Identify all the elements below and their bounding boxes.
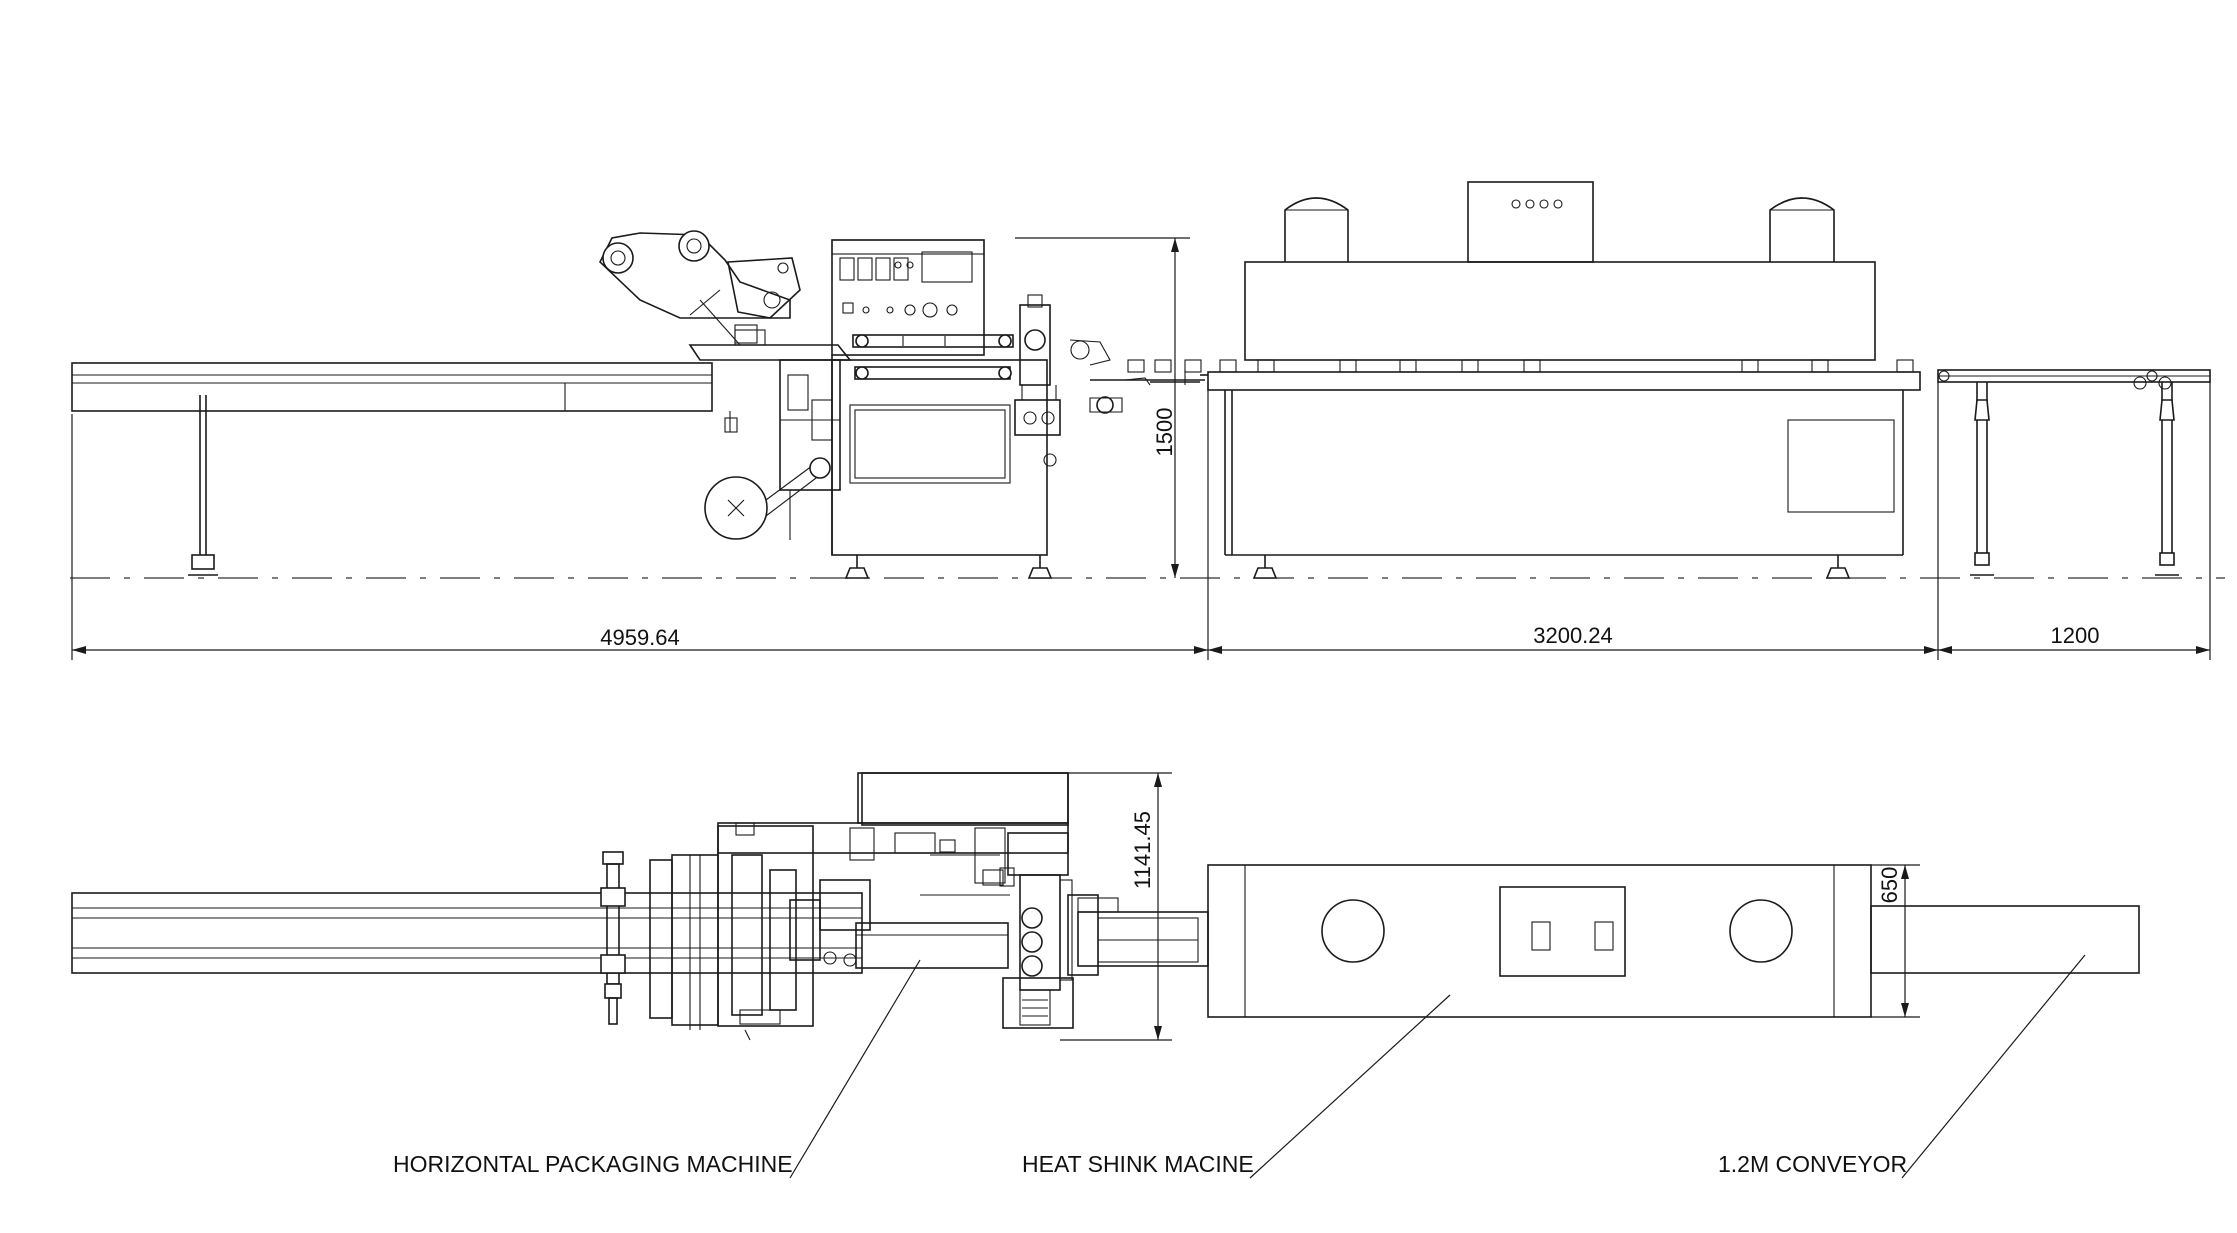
control-cabinet-plan xyxy=(861,772,1069,826)
dimension-height: 1500 xyxy=(1015,237,1190,578)
elevation-view: 1500 4959.64 3200.24 1200 xyxy=(70,181,2225,660)
conveyor-width-label: 650 xyxy=(1877,867,1902,904)
plan-view: 1141.45 650 xyxy=(71,772,2140,1179)
outfeed-conveyor-elevation xyxy=(1937,369,2211,576)
bottom-film-reel xyxy=(704,457,831,540)
outfeed-conveyor-plan xyxy=(1870,905,2140,974)
packaging-machine-label: HORIZONTAL PACKAGING MACHINE xyxy=(393,1151,793,1177)
sealing-unit-elevation xyxy=(852,294,1208,436)
plan-width-label: 1141.45 xyxy=(1130,811,1155,889)
infeed-conveyor-plan xyxy=(71,851,863,1025)
shrink-machine-label: HEAT SHINK MACINE xyxy=(1022,1151,1254,1177)
dimension-conveyor-width: 650 xyxy=(1871,864,1920,1018)
leader-lines xyxy=(789,954,2086,1179)
height-dimension-label: 1500 xyxy=(1152,408,1177,457)
film-unwind-assembly xyxy=(599,230,801,346)
shrink-tunnel-elevation xyxy=(1127,181,1921,579)
packaging-length-label: 4959.64 xyxy=(600,625,680,650)
dimension-lengths: 4959.64 3200.24 1200 xyxy=(71,382,2211,660)
shrink-tunnel-plan xyxy=(1207,864,1872,1018)
dimension-plan-width: 1141.45 xyxy=(1060,772,1172,1041)
shrink-length-label: 3200.24 xyxy=(1533,623,1613,648)
packaging-machine-plan xyxy=(649,772,1119,1041)
infeed-conveyor-elevation xyxy=(71,362,713,576)
conveyor-label: 1.2M CONVEYOR xyxy=(1718,1151,1907,1177)
packaging-machine-body-elevation xyxy=(831,239,1057,579)
transfer-conveyor-plan xyxy=(1077,911,1209,967)
conveyor-length-label: 1200 xyxy=(2051,623,2100,648)
forming-table xyxy=(688,329,852,491)
